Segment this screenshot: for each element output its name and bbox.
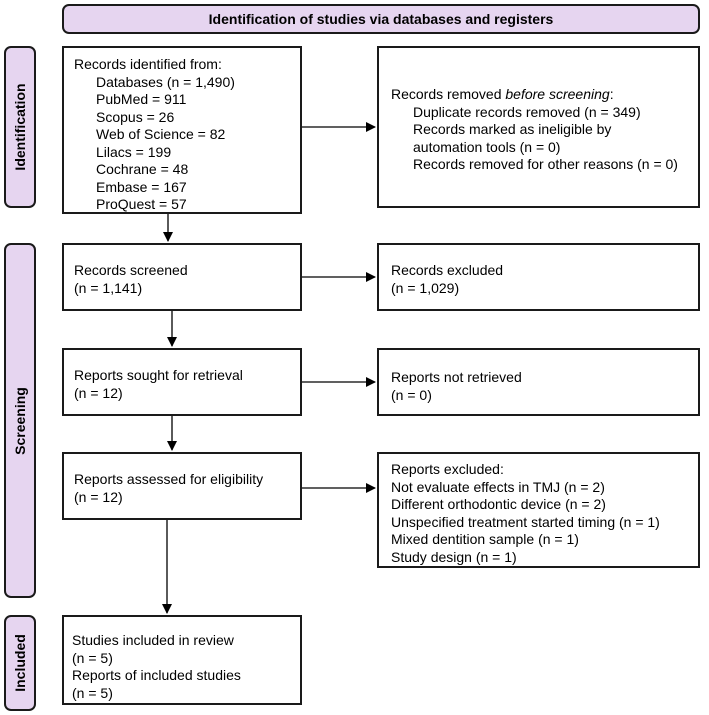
reports-excluded-line: Different orthodontic device (n = 2) xyxy=(391,496,606,512)
records-identified-line: Embase = 167 xyxy=(96,178,187,195)
records-identified-line: Cochrane = 48 xyxy=(96,161,189,177)
reports-excluded-line: Mixed dentition sample (n = 1) xyxy=(391,531,579,547)
records-screened-line: Records screened xyxy=(74,262,188,278)
box-reports-assessed: Reports assessed for eligibility (n = 12… xyxy=(62,452,302,520)
records-screened-count: (n = 1,141) xyxy=(74,279,143,296)
header-title: Identification of studies via databases … xyxy=(208,11,554,27)
box-records-excluded: Records excluded (n = 1,029) xyxy=(377,243,700,311)
reports-assessed-count: (n = 12) xyxy=(74,488,123,505)
records-removed-line: automation tools (n = 0) xyxy=(413,138,561,155)
reports-not-retrieved-count: (n = 0) xyxy=(391,386,432,403)
reports-assessed-line: Reports assessed for eligibility xyxy=(74,471,264,487)
records-removed-line: Duplicate records removed (n = 349) xyxy=(413,103,641,120)
reports-excluded-title: Reports excluded: xyxy=(391,461,504,477)
phase-screening: Screening xyxy=(4,243,36,598)
records-identified-line: Scopus = 26 xyxy=(96,108,175,125)
reports-sought-line: Reports sought for retrieval xyxy=(74,367,243,383)
diagram-header: Identification of studies via databases … xyxy=(62,4,700,34)
phase-identification: Identification xyxy=(4,46,36,208)
reports-excluded-line: Not evaluate effects in TMJ (n = 2) xyxy=(391,478,605,495)
records-identified-line: Databases (n = 1,490) xyxy=(96,73,235,90)
studies-included-line: Studies included in review xyxy=(72,632,234,648)
records-excluded-count: (n = 1,029) xyxy=(391,279,460,296)
records-identified-title: Records identified from: xyxy=(74,56,222,72)
reports-included-count: (n = 5) xyxy=(72,684,113,701)
box-studies-included: Studies included in review (n = 5) Repor… xyxy=(62,615,302,705)
box-reports-not-retrieved: Reports not retrieved (n = 0) xyxy=(377,348,700,416)
reports-sought-count: (n = 12) xyxy=(74,384,123,401)
records-removed-line: Records removed for other reasons (n = 0… xyxy=(413,156,678,172)
reports-included-line: Reports of included studies xyxy=(72,667,241,683)
box-reports-excluded: Reports excluded: Not evaluate effects i… xyxy=(377,452,700,568)
box-records-screened: Records screened (n = 1,141) xyxy=(62,243,302,311)
studies-included-count: (n = 5) xyxy=(72,649,113,666)
box-records-removed: Records removed before screening: Duplic… xyxy=(377,46,700,208)
reports-not-retrieved-line: Reports not retrieved xyxy=(391,369,522,385)
reports-excluded-line: Unspecified treatment started timing (n … xyxy=(391,513,660,530)
records-identified-line: PubMed = 911 xyxy=(96,91,187,107)
reports-excluded-line: Study design (n = 1) xyxy=(391,548,517,565)
records-identified-line: Lilacs = 199 xyxy=(96,143,172,160)
box-records-identified: Records identified from: Databases (n = … xyxy=(62,46,302,214)
records-removed-title: Records removed before screening: xyxy=(391,86,614,102)
records-identified-line: Web of Science = 82 xyxy=(96,126,226,142)
records-excluded-line: Records excluded xyxy=(391,262,504,278)
records-removed-line: Records marked as ineligible by xyxy=(413,121,612,137)
phase-included: Included xyxy=(4,615,36,711)
box-reports-sought: Reports sought for retrieval (n = 12) xyxy=(62,348,302,416)
records-identified-line: ProQuest = 57 xyxy=(96,196,187,212)
